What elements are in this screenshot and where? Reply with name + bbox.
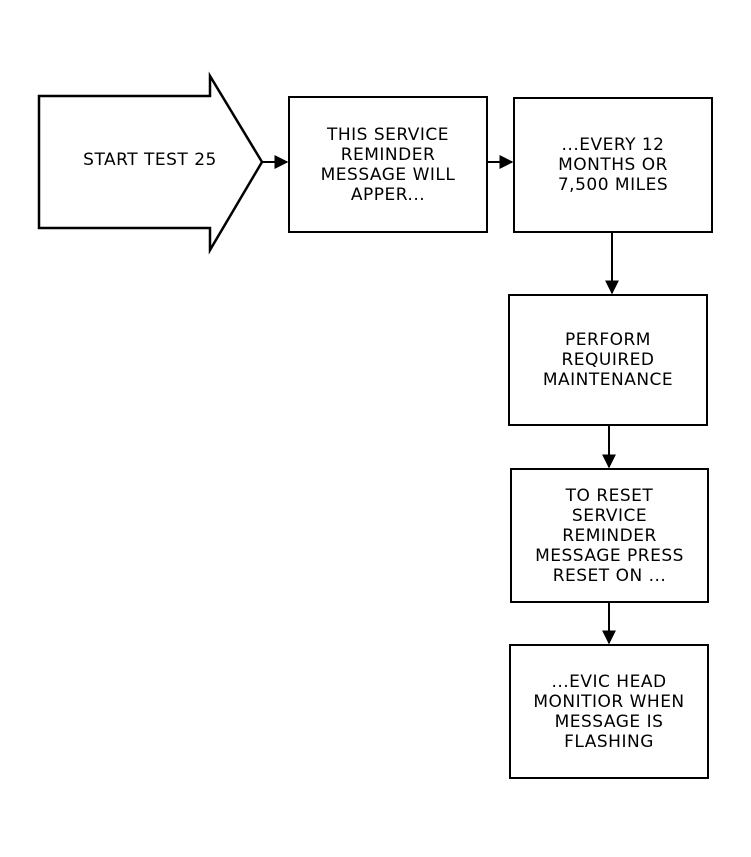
node-line: MONTHS OR — [558, 155, 668, 175]
node-line: ...EVERY 12 — [561, 135, 665, 155]
node-line: REMINDER — [340, 144, 436, 165]
node-line: MAINTENANCE — [542, 370, 674, 390]
node-line: MONITIOR WHEN — [533, 691, 685, 712]
flow-node-perform-maintenance: PERFORM REQUIRED MAINTENANCE — [508, 294, 708, 426]
node-line: MESSAGE PRESS — [535, 545, 684, 566]
node-line: MESSAGE IS — [554, 711, 664, 732]
start-label: START TEST 25 — [83, 150, 217, 170]
node-line: ...EVIC HEAD — [551, 671, 667, 692]
node-line: REMINDER — [562, 525, 657, 546]
node-line: 7,500 MILES — [557, 175, 669, 195]
node-line: RESET ON ... — [552, 565, 667, 586]
flow-node-reset-instructions: TO RESET SERVICE REMINDER MESSAGE PRESS … — [510, 468, 709, 603]
flow-node-service-reminder: THIS SERVICE REMINDER MESSAGE WILL APPER… — [288, 96, 488, 233]
node-line: APPER... — [350, 184, 426, 205]
node-line: THIS SERVICE — [326, 124, 450, 145]
node-line: REQUIRED — [561, 350, 655, 370]
node-line: MESSAGE WILL — [320, 164, 456, 185]
flow-node-every-12-months: ...EVERY 12 MONTHS OR 7,500 MILES — [513, 97, 713, 233]
node-line: PERFORM — [565, 330, 651, 350]
flow-node-evic-monitor: ...EVIC HEAD MONITIOR WHEN MESSAGE IS FL… — [509, 644, 709, 779]
node-line: TO RESET — [565, 485, 654, 506]
start-arrow-shape — [37, 71, 264, 255]
node-line: SERVICE — [571, 505, 648, 526]
node-line: FLASHING — [564, 731, 654, 752]
